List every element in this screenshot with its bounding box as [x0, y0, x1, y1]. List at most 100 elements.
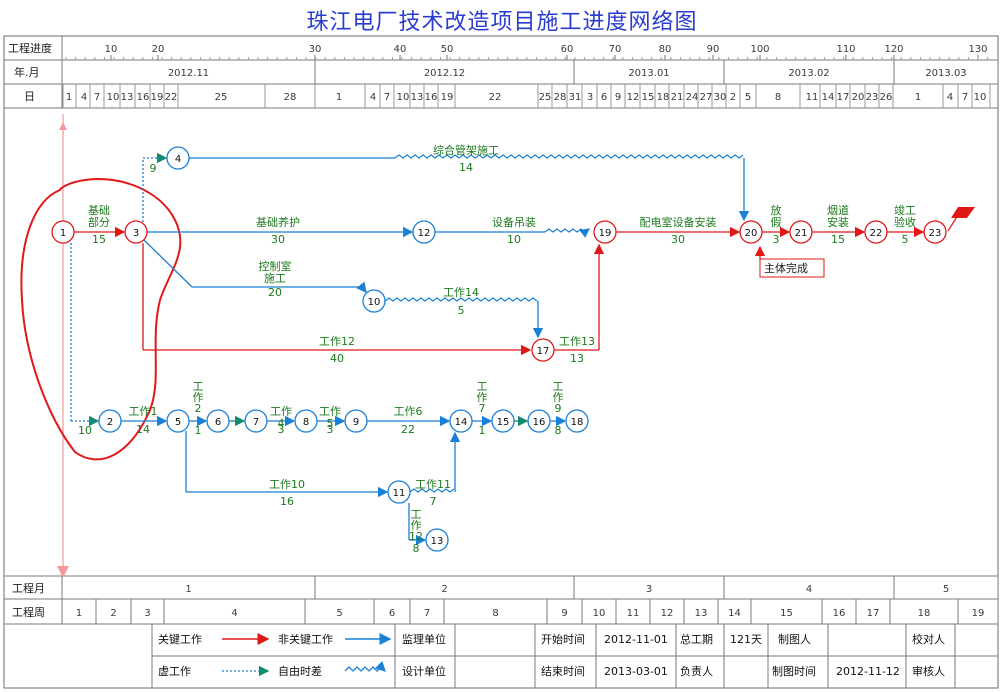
day-label: 21 — [671, 92, 684, 103]
node-23 — [923, 220, 947, 244]
progress-tick: 20 — [152, 44, 165, 55]
node-8 — [294, 409, 318, 433]
node-label-9: 9 — [353, 417, 359, 428]
node-20 — [739, 220, 763, 244]
task-name: 作 — [411, 519, 422, 532]
day-label: 1 — [915, 92, 921, 103]
node-label-13: 13 — [431, 536, 444, 547]
node-14 — [449, 409, 473, 433]
task-duration: 8 — [413, 542, 420, 555]
edge-12-19-float — [544, 228, 590, 238]
edges — [70, 152, 925, 546]
day-label: 22 — [165, 92, 178, 103]
node-11 — [387, 480, 411, 504]
eng-week-label: 8 — [492, 608, 498, 619]
progress-tick: 10 — [105, 44, 118, 55]
node-13 — [425, 528, 449, 552]
node-label-15: 15 — [497, 417, 510, 428]
day-label: 16 — [137, 92, 150, 103]
day-label: 16 — [425, 92, 438, 103]
day-label: 18 — [657, 92, 670, 103]
task-duration: 1 — [479, 424, 486, 437]
legend-duration-value: 121天 — [730, 633, 762, 646]
legend-supervisor: 监理单位 — [402, 632, 446, 646]
task-name: 基础养护 — [256, 215, 300, 229]
node-label-2: 2 — [107, 417, 113, 428]
task-name: 作 — [553, 391, 564, 404]
task-duration: 16 — [280, 495, 294, 508]
node-10 — [362, 289, 386, 313]
node-label-4: 4 — [175, 154, 181, 165]
node-22 — [864, 220, 888, 244]
task-name: 验收 — [894, 215, 916, 229]
task-name: 5 — [327, 417, 334, 430]
day-label: 14 — [822, 92, 835, 103]
legend-checker: 校对人 — [912, 632, 945, 646]
task-name: 9 — [555, 402, 562, 415]
legend-dummy: 虚工作 — [158, 665, 191, 678]
progress-tick: 80 — [659, 44, 672, 55]
task-name: 综合管架施工 — [433, 143, 499, 157]
day-label: 19 — [441, 92, 454, 103]
node-label-7: 7 — [253, 417, 259, 428]
day-label: 13 — [121, 92, 134, 103]
eng-week-label: 18 — [918, 608, 931, 619]
day-label: 13 — [411, 92, 424, 103]
month-label: 2013.01 — [628, 68, 669, 79]
day-label: 10 — [974, 92, 987, 103]
edge-3-10-diag — [143, 239, 193, 288]
eng-week-label: 2 — [110, 608, 116, 619]
progress-tick: 100 — [750, 44, 769, 55]
task-duration: 3 — [278, 423, 285, 436]
day-label: 24 — [686, 92, 699, 103]
task-name: 工作 — [270, 405, 292, 418]
eng-month-label: 4 — [806, 584, 812, 595]
task-duration: 10 — [78, 424, 92, 437]
progress-tick: 40 — [394, 44, 407, 55]
eng-week-label: 12 — [661, 608, 674, 619]
task-name: 4 — [278, 417, 285, 430]
legend-free-float: 自由时差 — [278, 664, 322, 678]
edge-10-17-float — [384, 297, 538, 302]
day-label: 9 — [615, 92, 621, 103]
legend-draw-time-value: 2012-11-12 — [836, 665, 900, 678]
task-name: 工作11 — [415, 478, 451, 491]
day-label: 17 — [837, 92, 850, 103]
month-label: 2013.02 — [788, 68, 829, 79]
legend-responsible: 负责人 — [680, 664, 713, 678]
node-label-6: 6 — [215, 417, 221, 428]
day-label: 30 — [714, 92, 727, 103]
task-name: 假 — [771, 215, 782, 229]
day-label: 2 — [730, 92, 736, 103]
month-label: 2013.03 — [925, 68, 966, 79]
node-label-20: 20 — [745, 228, 758, 239]
row-label-month: 年.月 — [14, 65, 40, 79]
task-name: 7 — [479, 402, 486, 415]
day-label: 11 — [806, 92, 819, 103]
task-duration: 9 — [150, 162, 157, 175]
task-name: 作 — [477, 391, 488, 404]
node-label-22: 22 — [870, 228, 883, 239]
legend-start-label: 开始时间 — [541, 632, 585, 646]
node-label-17: 17 — [537, 346, 550, 357]
node-17 — [531, 338, 555, 362]
legend-critical: 关键工作 — [158, 632, 202, 646]
progress-tick: 70 — [609, 44, 622, 55]
month-label: 2012.11 — [168, 68, 209, 79]
node-label-19: 19 — [599, 228, 612, 239]
node-15 — [491, 409, 515, 433]
node-label-12: 12 — [418, 228, 431, 239]
node-19 — [593, 220, 617, 244]
node-label-3: 3 — [133, 228, 139, 239]
day-label: 3 — [587, 92, 593, 103]
node-label-14: 14 — [455, 417, 468, 428]
eng-week-label: 1 — [76, 608, 82, 619]
progress-tick: 110 — [836, 44, 855, 55]
eng-week-label: 17 — [867, 608, 880, 619]
task-duration: 3 — [327, 423, 334, 436]
eng-week-label: 10 — [593, 608, 606, 619]
day-label: 31 — [569, 92, 582, 103]
